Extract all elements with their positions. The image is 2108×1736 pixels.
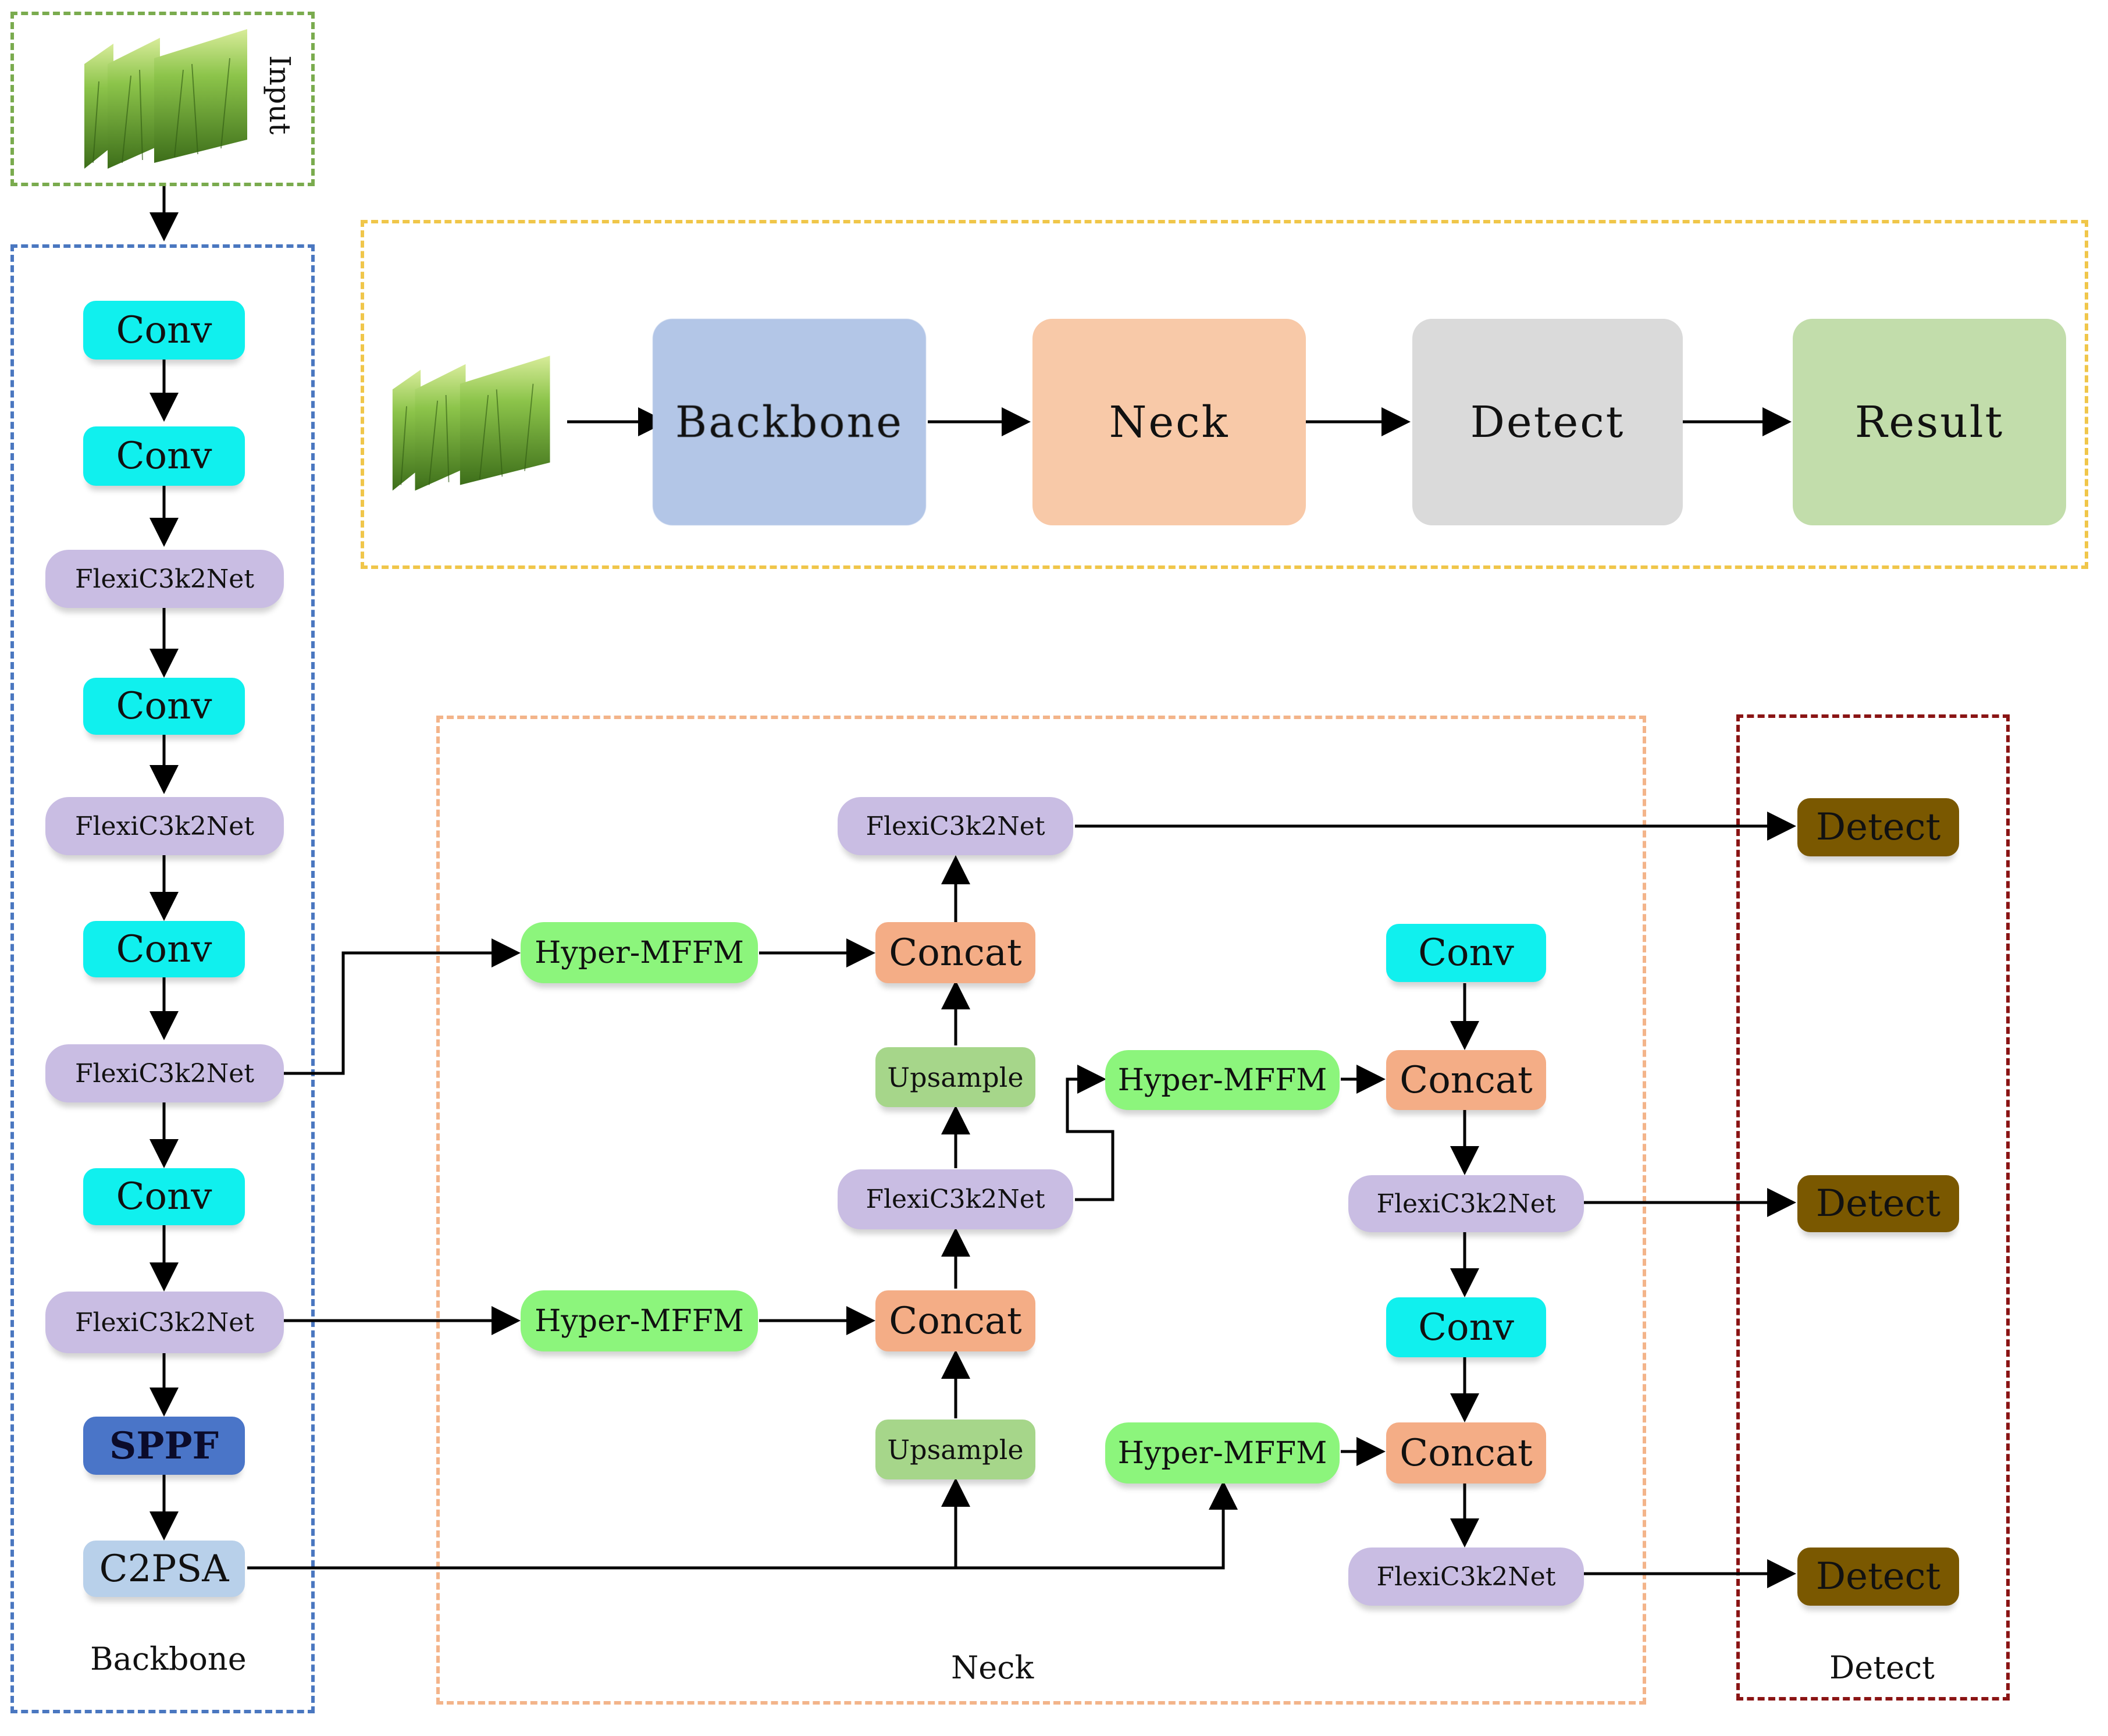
neck-concat-right-2: Concat xyxy=(1386,1422,1546,1484)
neck-conv-right-2: Conv xyxy=(1386,1297,1546,1357)
overview-frame xyxy=(361,220,2088,569)
detect-head-2: Detect xyxy=(1797,1175,1959,1232)
detect-title: Detect xyxy=(1829,1649,1935,1686)
backbone-flexi-3: FlexiC3k2Net xyxy=(45,1044,284,1102)
backbone-flexi-1: FlexiC3k2Net xyxy=(45,550,284,608)
overview-result: Result xyxy=(1793,319,2066,525)
neck-concat-1: Concat xyxy=(875,922,1035,983)
backbone-title: Backbone xyxy=(90,1641,247,1677)
overview-neck: Neck xyxy=(1032,319,1306,525)
backbone-frame xyxy=(10,244,315,1713)
neck-concat-right-1: Concat xyxy=(1386,1050,1546,1110)
neck-upsample-2: Upsample xyxy=(875,1420,1035,1479)
neck-hyper-2: Hyper-MFFM xyxy=(521,1290,758,1351)
overview-detect: Detect xyxy=(1412,319,1683,525)
backbone-flexi-4: FlexiC3k2Net xyxy=(45,1292,284,1353)
neck-title: Neck xyxy=(951,1649,1034,1686)
backbone-conv-3: Conv xyxy=(83,678,245,735)
backbone-conv-1: Conv xyxy=(83,301,245,360)
backbone-conv-4: Conv xyxy=(83,921,245,977)
backbone-conv-5: Conv xyxy=(83,1168,245,1225)
detect-head-3: Detect xyxy=(1797,1548,1959,1606)
neck-flexi-right-2: FlexiC3k2Net xyxy=(1348,1548,1584,1606)
neck-flexi-top: FlexiC3k2Net xyxy=(838,797,1073,855)
input-label: Input xyxy=(263,55,297,135)
neck-flexi-right-1: FlexiC3k2Net xyxy=(1348,1175,1584,1232)
overview-detect-label: Detect xyxy=(1470,397,1625,447)
input-frame xyxy=(10,12,315,186)
overview-result-label: Result xyxy=(1854,397,2004,447)
neck-hyper-4: Hyper-MFFM xyxy=(1105,1422,1340,1484)
overview-image-stack xyxy=(392,355,550,491)
neck-hyper-3: Hyper-MFFM xyxy=(1105,1050,1340,1110)
backbone-sppf: SPPF xyxy=(83,1417,245,1475)
neck-upsample-1: Upsample xyxy=(875,1047,1035,1107)
overview-neck-label: Neck xyxy=(1109,397,1230,447)
backbone-c2psa: C2PSA xyxy=(83,1541,245,1597)
neck-conv-right-1: Conv xyxy=(1386,924,1546,982)
backbone-conv-2: Conv xyxy=(83,426,245,486)
overview-backbone: Backbone xyxy=(653,319,926,525)
backbone-flexi-2: FlexiC3k2Net xyxy=(45,797,284,855)
overview-backbone-label: Backbone xyxy=(675,397,904,447)
neck-hyper-1: Hyper-MFFM xyxy=(521,922,758,983)
neck-frame xyxy=(436,716,1646,1705)
neck-concat-2: Concat xyxy=(875,1290,1035,1351)
neck-flexi-mid: FlexiC3k2Net xyxy=(838,1169,1073,1229)
input-image-stack xyxy=(84,29,247,169)
detect-head-1: Detect xyxy=(1797,798,1959,856)
detect-frame xyxy=(1736,714,2010,1701)
